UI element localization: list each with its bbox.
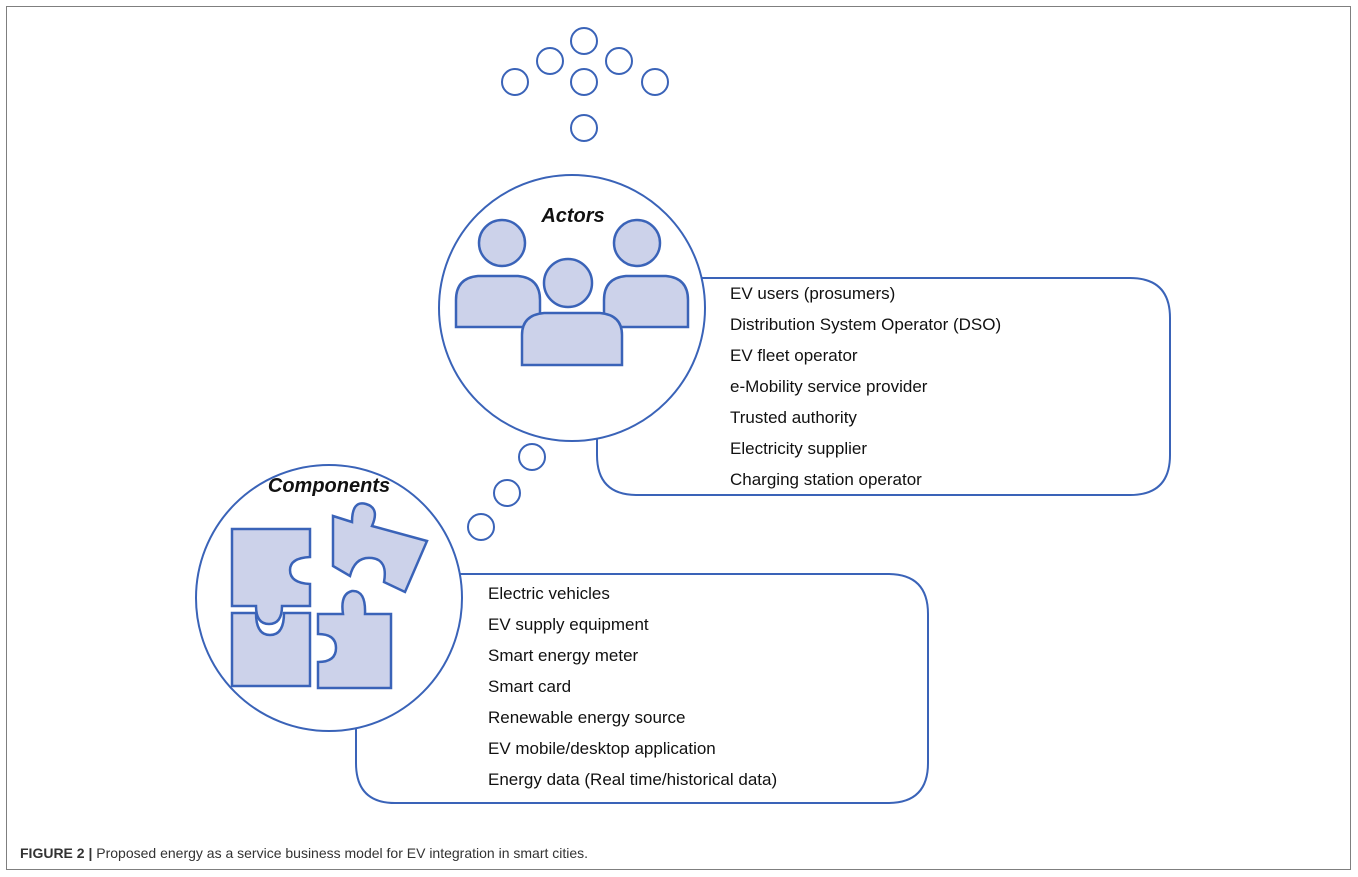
bubble-dot [570,27,598,55]
puzzle-icon [230,502,429,690]
bubble-dot [641,68,669,96]
list-item: EV fleet operator [730,346,858,365]
list-item: Smart card [488,677,572,696]
list-item: EV mobile/desktop application [488,739,716,758]
bubble-dot [467,513,495,541]
list-item: Energy data (Real time/historical data) [488,770,778,789]
list-item: Smart energy meter [488,646,639,665]
figure-label: FIGURE 2 | [20,845,93,861]
list-item: Renewable energy source [488,708,686,727]
components-list-box [355,573,929,804]
actors-list: EV users (prosumers) Distribution System… [730,278,1001,495]
bubble-dot [501,68,529,96]
list-item: Electric vehicles [488,584,610,603]
list-item: EV users (prosumers) [730,284,896,303]
list-item: e-Mobility service provider [730,377,928,396]
list-item: Distribution System Operator (DSO) [730,315,1002,334]
bubble-dot [605,47,633,75]
figure-frame [6,6,1351,870]
actors-list-box [596,277,1171,496]
bubble-dot [518,443,546,471]
caption-text: Proposed energy as a service business mo… [96,845,589,861]
list-item: Electricity supplier [730,439,867,458]
list-item: Trusted authority [730,408,857,427]
components-title: Components [268,475,390,497]
people-icon [454,218,690,367]
figure-caption: FIGURE 2 | Proposed energy as a service … [20,845,588,861]
bubble-dot [493,479,521,507]
bubble-dot [570,68,598,96]
actors-title: Actors [540,205,604,227]
bubble-dot [536,47,564,75]
list-item: EV supply equipment [488,615,649,634]
bubble-dot [570,114,598,142]
list-item: Charging station operator [730,470,922,489]
components-list: Electric vehicles EV supply equipment Sm… [488,578,777,795]
